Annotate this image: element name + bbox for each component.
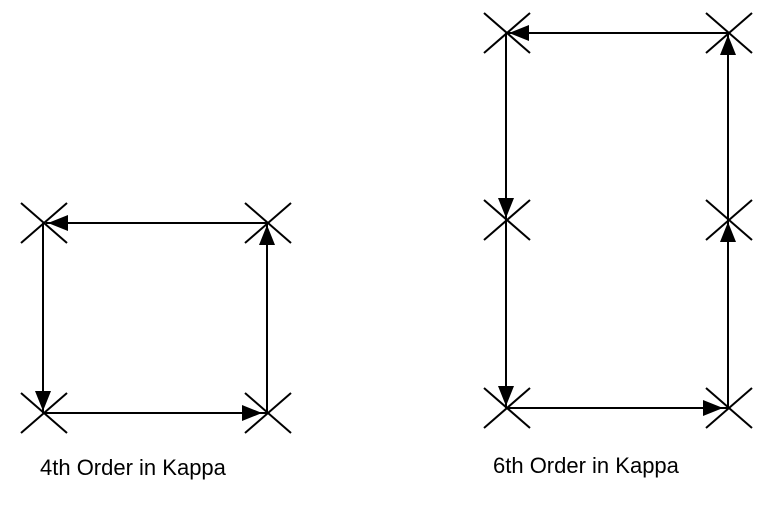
arrow-down: [498, 386, 514, 406]
arrowheads-6th-order: [498, 25, 736, 416]
arrow-down: [35, 391, 51, 411]
diagram-4th-order: [20, 202, 292, 434]
caption-6th-order: 6th Order in Kappa: [493, 453, 679, 478]
arrow-right: [242, 405, 262, 421]
arrow-up: [720, 35, 736, 55]
vertex-cross: [20, 392, 68, 434]
vertex-cross: [483, 387, 531, 429]
edges-4th-order: [42, 222, 268, 414]
arrow-right: [703, 400, 723, 416]
vertex-cross: [244, 202, 292, 244]
vertex-cross: [705, 199, 753, 241]
edges-6th-order: [505, 32, 729, 409]
arrowheads-4th-order: [35, 215, 275, 421]
vertex-cross: [705, 387, 753, 429]
arrow-up: [259, 225, 275, 245]
vertex-cross: [483, 12, 531, 54]
arrow-up: [720, 222, 736, 242]
vertices-4th-order: [20, 202, 292, 434]
vertex-cross: [483, 199, 531, 241]
arrow-left: [509, 25, 529, 41]
vertex-cross: [705, 12, 753, 54]
diagram-6th-order: [483, 12, 753, 429]
caption-4th-order: 4th Order in Kappa: [40, 455, 226, 480]
arrow-left: [48, 215, 68, 231]
arrow-down: [498, 198, 514, 218]
vertices-6th-order: [483, 12, 753, 429]
vertex-cross: [20, 202, 68, 244]
vertex-cross: [244, 392, 292, 434]
